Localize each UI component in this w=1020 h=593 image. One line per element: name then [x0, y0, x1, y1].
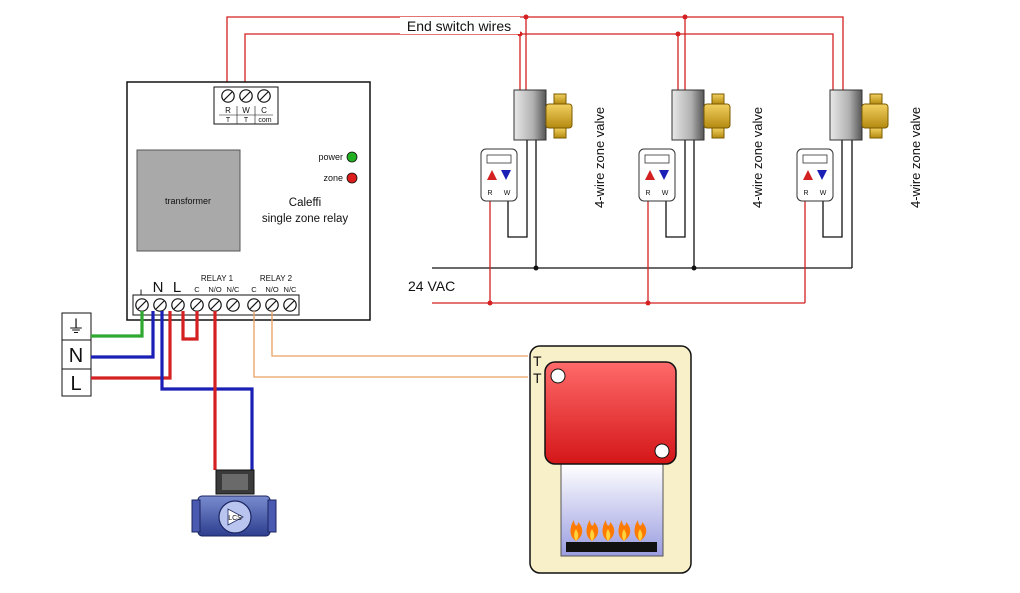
transformer — [136, 149, 241, 252]
end-switch-label: End switch wires — [407, 18, 511, 34]
thermostat-r-label: R — [645, 190, 650, 197]
relay-title: Caleffi — [289, 197, 321, 209]
mains-neutral-label: N — [69, 345, 83, 367]
svg-text:C: C — [194, 285, 200, 294]
valve-actuator — [513, 89, 547, 141]
temp-up-icon — [645, 170, 655, 180]
vac-bus-junctions — [533, 265, 697, 271]
end-switch-wires — [226, 16, 844, 92]
zone-valve-label: 4-wire zone valve — [750, 107, 765, 208]
zone-relay-box: R W C T T com transformer power zone Cal… — [126, 81, 371, 321]
vac-label: 24 VAC — [408, 278, 455, 294]
boiler: T T — [529, 345, 692, 574]
boiler-port — [654, 443, 670, 459]
zone-valve-3: R W 4-wire zone valve — [796, 89, 923, 208]
combustion-chamber — [560, 463, 664, 557]
thermostat: R W — [796, 148, 834, 202]
zone-valve-label: 4-wire zone valve — [592, 107, 607, 208]
end-switch-junctions — [517, 14, 688, 37]
mains-terminal-block: ⏚ N L — [61, 312, 92, 397]
thermostat-r-label: R — [803, 190, 808, 197]
zone-led-icon — [346, 172, 358, 184]
svg-text:com: com — [258, 117, 271, 124]
svg-text:N/O: N/O — [208, 285, 222, 294]
top-terminal-block: R W C T T com — [213, 86, 279, 125]
boiler-head — [544, 361, 677, 465]
terminal-r-label: R — [225, 106, 231, 115]
neutral-terminal-label: N — [153, 279, 164, 296]
pump-badge: LCS — [228, 515, 242, 522]
valve-actuator — [671, 89, 705, 141]
zone-valve-label: 4-wire zone valve — [908, 107, 923, 208]
zone-valve-2: R W 4-wire zone valve — [638, 89, 765, 208]
mains-wires — [91, 311, 254, 470]
temp-down-icon — [659, 170, 669, 180]
relay1-label: RELAY 1 — [201, 274, 234, 283]
transformer-label: transformer — [165, 196, 211, 206]
thermostat-w-label: W — [662, 190, 669, 197]
burner-bar — [566, 542, 657, 552]
zone-led-label: zone — [323, 173, 343, 183]
zone-valve-1: R W 4-wire zone valve — [480, 89, 607, 208]
svg-text:T: T — [244, 117, 249, 124]
thermostat: R W — [638, 148, 676, 202]
svg-text:T: T — [226, 117, 231, 124]
temp-down-icon — [817, 170, 827, 180]
power-label: power — [318, 152, 343, 162]
thermostat-w-label: W — [820, 190, 827, 197]
line-terminal-label: L — [173, 279, 181, 296]
svg-text:C: C — [251, 285, 257, 294]
power-led-icon — [346, 151, 358, 163]
terminal-c-label: C — [261, 106, 267, 115]
mains-ground-label: ⏚ — [67, 317, 85, 337]
temp-up-icon — [487, 170, 497, 180]
thermostat-r-label: R — [487, 190, 492, 197]
thermostat-w-label: W — [504, 190, 511, 197]
terminal-w-label: W — [242, 106, 250, 115]
thermostat: R W — [480, 148, 518, 202]
svg-text:N/O: N/O — [265, 285, 279, 294]
valve-body — [861, 103, 889, 129]
boiler-t1-label: T — [533, 353, 542, 369]
relay-subtitle: single zone relay — [262, 213, 349, 225]
temp-down-icon — [501, 170, 511, 180]
valve-actuator — [829, 89, 863, 141]
boiler-t-terminal — [550, 368, 566, 384]
boiler-t2-label: T — [533, 370, 542, 386]
mains-line-label: L — [70, 373, 81, 395]
circulator-pump: LCS — [191, 469, 277, 537]
flame-icon — [570, 520, 647, 541]
valve-body — [703, 103, 731, 129]
relay2-label: RELAY 2 — [260, 274, 293, 283]
valve-body — [545, 103, 573, 129]
svg-text:N/C: N/C — [227, 285, 241, 294]
boiler-tt-wires — [253, 311, 528, 378]
temp-up-icon — [803, 170, 813, 180]
vac-bus — [432, 140, 853, 304]
svg-text:N/C: N/C — [284, 285, 298, 294]
